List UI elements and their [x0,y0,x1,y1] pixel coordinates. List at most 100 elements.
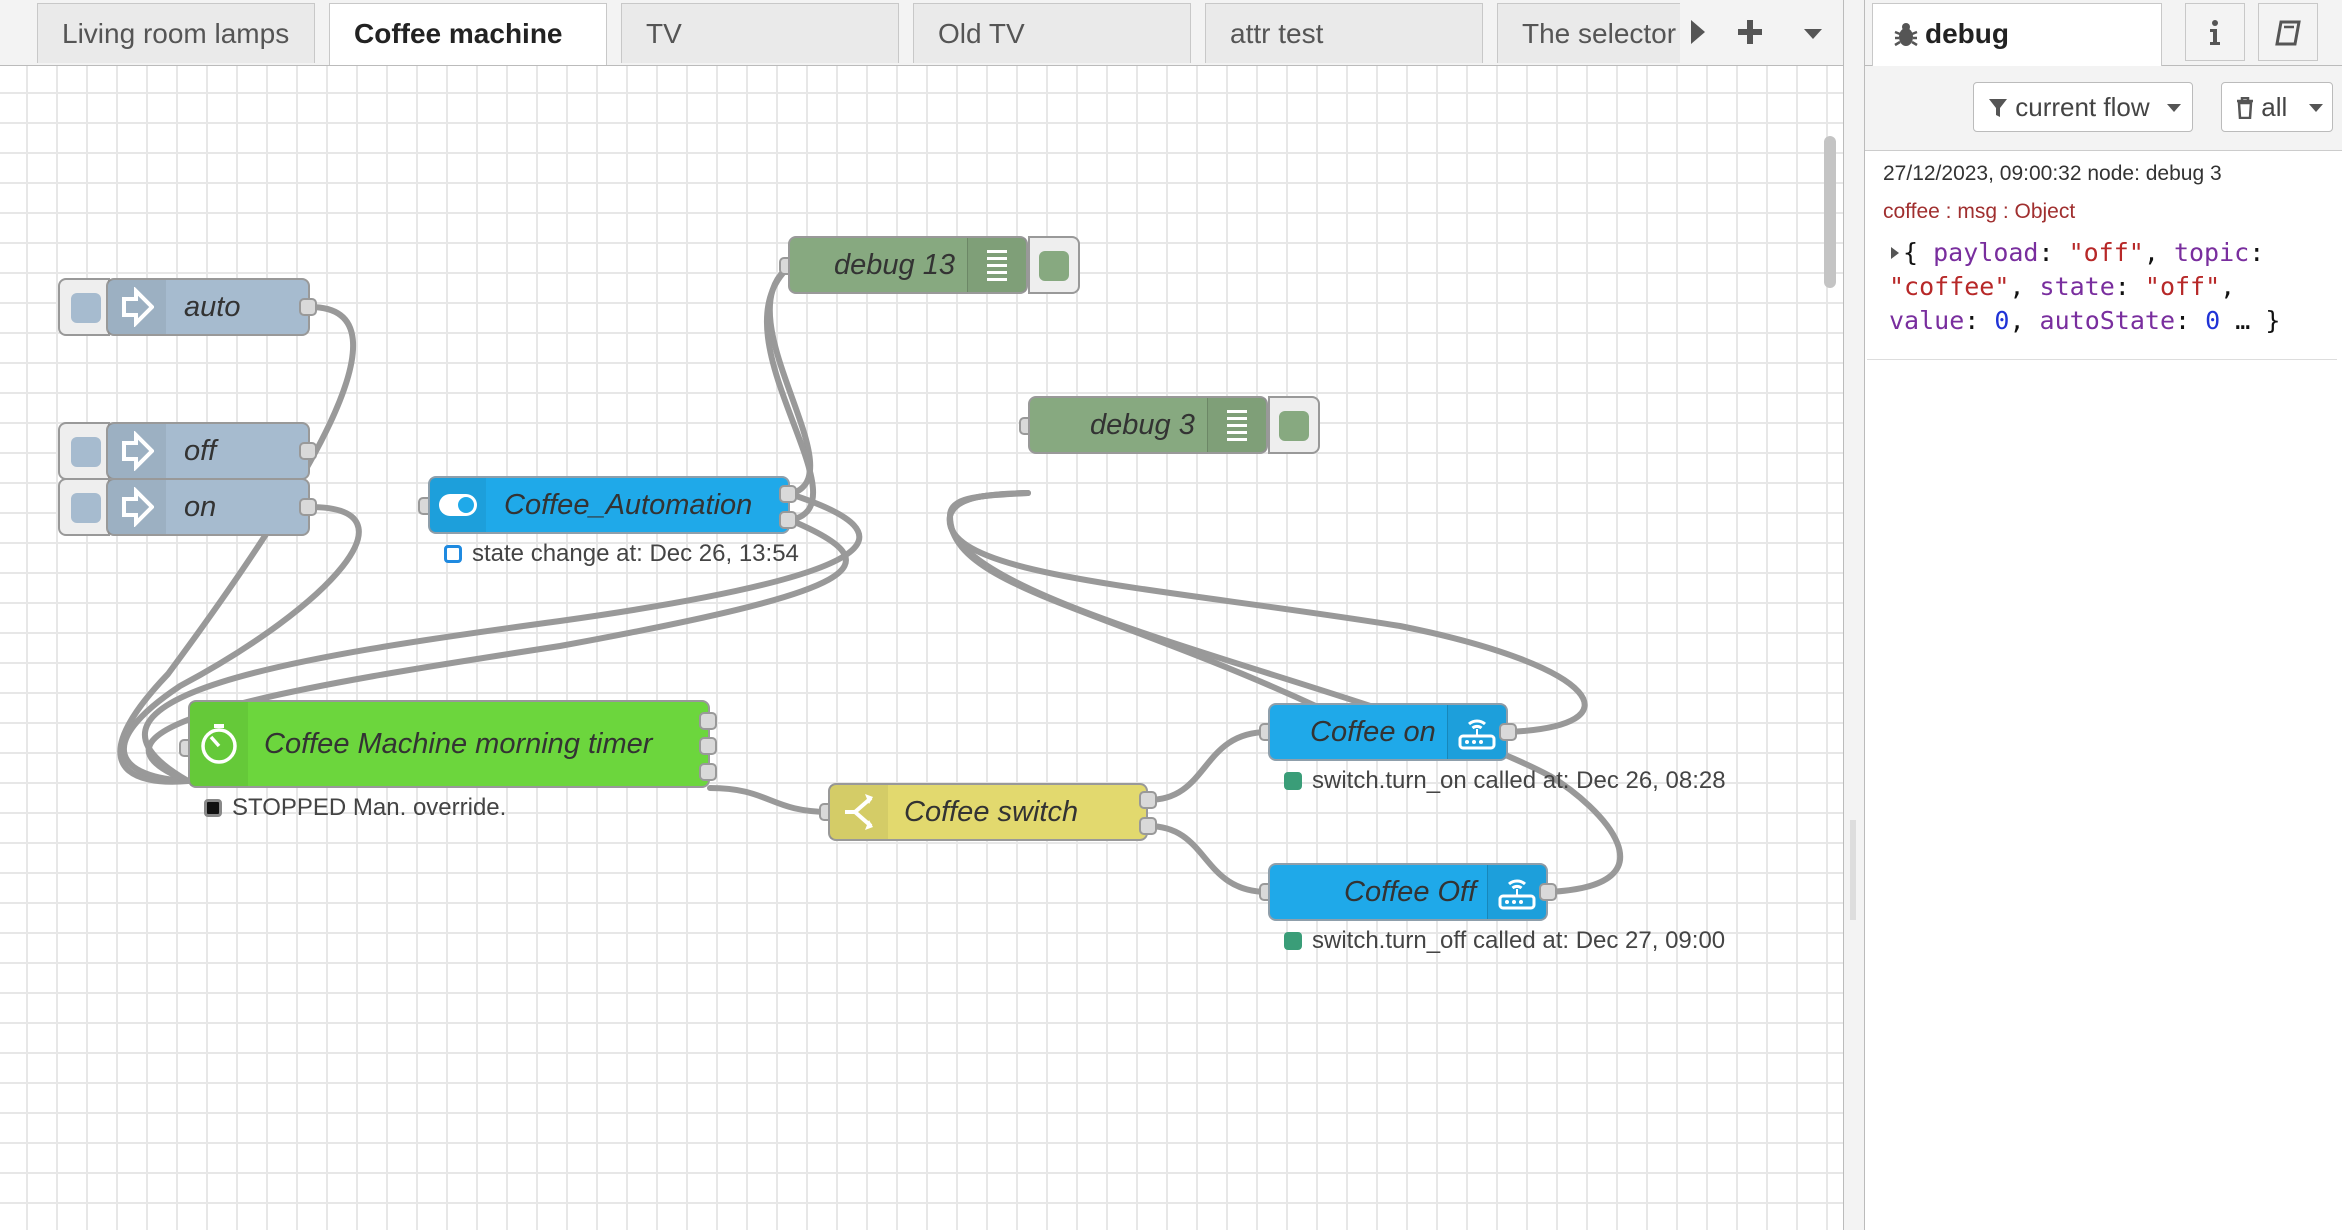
node-label: auto [184,291,241,323]
debug3-toggle-button[interactable] [1268,396,1320,454]
flow-list-menu-button[interactable] [1783,0,1843,64]
inject-off-trigger-button[interactable] [58,422,110,480]
output-port[interactable] [779,485,797,503]
expand-caret-icon[interactable] [1889,236,1903,270]
tab-the-selector[interactable]: The selector [1497,3,1697,63]
call-service-node-coffee-on[interactable]: Coffee on [1268,703,1508,761]
inject-node-auto[interactable]: auto [106,278,310,336]
wire-on-to-timer [121,504,362,784]
output-port[interactable] [299,298,317,316]
sidebar-tab-help[interactable] [2258,3,2318,61]
sidebar: debug current flow all 27/12/2023, 09:00… [1865,0,2342,1230]
output-port[interactable] [1539,883,1557,901]
inject-node-off[interactable]: off [106,422,310,480]
filter-icon [1989,99,2007,117]
tab-coffee-machine[interactable]: Coffee machine [329,3,607,65]
status-text: state change at: Dec 26, 13:54 [472,540,799,567]
tab-living-room-lamps[interactable]: Living room lamps [37,3,315,63]
sidebar-tab-bar: debug [1865,0,2342,66]
caret-down-icon [2167,104,2181,112]
status-text: switch.turn_on called at: Dec 26, 08:28 [1312,767,1726,794]
debug-message: 27/12/2023, 09:00:32 node: debug 3 coffe… [1867,150,2337,360]
arrow-in-icon [108,424,166,478]
wire-switch-to-coffee-on [1145,729,1271,803]
output-port[interactable] [299,498,317,516]
arrow-in-icon [108,280,166,334]
tab-old-tv[interactable]: Old TV [913,3,1191,63]
trash-icon [2237,96,2253,120]
inject-node-on[interactable]: on [106,478,310,536]
info-icon [2210,20,2220,45]
output-port[interactable] [699,712,717,730]
status-ring-icon [444,545,462,563]
status-dot-icon [1284,932,1302,950]
value-autostate: 0 [2205,306,2221,335]
tab-label: TV [646,18,682,49]
node-status: switch.turn_on called at: Dec 26, 08:28 [1284,767,1726,795]
caret-down-icon [2309,104,2323,112]
switch-route-icon [830,785,888,839]
node-label: on [184,491,217,523]
sidebar-tab-label: debug [1925,18,2009,49]
output-port[interactable] [1499,723,1517,741]
tab-label: attr test [1230,18,1324,49]
tab-tv[interactable]: TV [621,3,899,63]
status-text: STOPPED Man. override. [232,794,507,821]
flow-wires [117,263,1624,895]
tab-scroll-right-button[interactable] [1680,0,1716,64]
debug-node-debug13[interactable]: debug 13 [788,236,1028,294]
tab-attr-test[interactable]: attr test [1205,3,1483,63]
sidebar-tab-info[interactable] [2185,3,2245,61]
node-label: debug 13 [834,249,955,281]
input-boolean-node-coffee-automation[interactable]: Coffee_Automation [428,476,790,534]
output-port[interactable] [699,737,717,755]
workspace-tab-bar: Living room lamps Coffee machine TV Old … [0,0,1843,66]
router-icon [1447,705,1506,759]
node-label: Coffee on [1310,716,1436,748]
node-label: Coffee_Automation [504,489,753,521]
tab-label: The selector [1522,18,1677,49]
caret-down-icon [1804,29,1822,39]
inject-auto-trigger-button[interactable] [58,278,110,336]
output-port[interactable] [779,511,797,529]
status-dot-icon [1284,772,1302,790]
debug-message-object[interactable]: { payload: "off", topic:"coffee", state:… [1889,236,2281,335]
debug-toolbar: current flow all [1865,66,2342,151]
inject-on-trigger-button[interactable] [58,478,110,536]
node-label: Coffee Machine morning timer [264,728,653,760]
router-icon [1487,865,1546,919]
book-icon [2275,20,2301,46]
node-label: off [184,435,217,467]
add-flow-button[interactable] [1720,0,1780,64]
node-label: debug 3 [1090,409,1195,441]
arrow-in-icon [108,480,166,534]
wire-automation-to-timer-b [145,517,849,784]
canvas-vertical-scrollbar[interactable] [1824,136,1836,288]
tab-label: Coffee machine [354,18,563,49]
output-port[interactable] [1139,817,1157,835]
debug13-toggle-button[interactable] [1028,236,1080,294]
debug-message-meta: 27/12/2023, 09:00:32 node: debug 3 [1883,162,2222,185]
debug-filter-select[interactable]: current flow [1973,82,2193,132]
sidebar-tab-debug[interactable]: debug [1872,3,2162,66]
timer-icon [190,702,248,786]
tab-label: Living room lamps [62,18,290,49]
sidebar-resize-handle[interactable] [1843,0,1865,1230]
debug-clear-label: all [2261,92,2288,122]
timer-node-coffee-machine-morning[interactable]: Coffee Machine morning timer [188,700,710,788]
debug-message-topic: coffee : msg : Object [1883,200,2076,223]
switch-node-coffee-switch[interactable]: Coffee switch [828,783,1148,841]
toggle-icon [430,478,486,532]
output-port[interactable] [299,442,317,460]
value-topic: "coffee" [1889,272,2010,301]
node-status: STOPPED Man. override. [204,794,506,822]
debug-node-debug3[interactable]: debug 3 [1028,396,1268,454]
list-icon [967,238,1026,292]
debug-clear-button[interactable]: all [2221,82,2333,132]
output-port[interactable] [1139,791,1157,809]
flow-canvas[interactable]: auto off on debug 13 debug 3 [0,66,1843,1230]
output-port[interactable] [699,763,717,781]
call-service-node-coffee-off[interactable]: Coffee Off [1268,863,1548,921]
list-icon [1207,398,1266,452]
value-value: 0 [1994,306,2010,335]
